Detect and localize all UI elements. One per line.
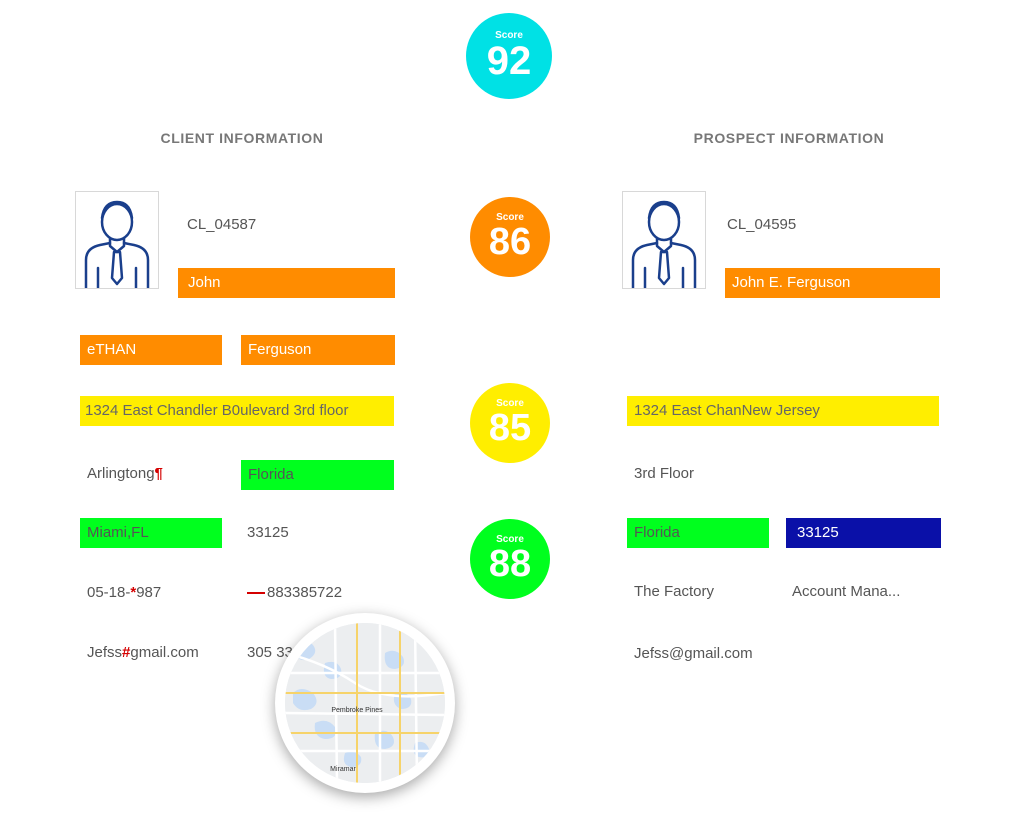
prospect-company-field[interactable]: The Factory xyxy=(634,583,715,600)
client-ssn-field[interactable]: 883385722 xyxy=(240,578,390,608)
map-graphic: Pembroke Pines Miramar xyxy=(285,623,445,783)
client-city-field[interactable]: Arlingtong¶ xyxy=(80,459,230,489)
client-dob-field[interactable]: 05-18-*987 xyxy=(80,578,230,608)
name-score-label: Score xyxy=(496,212,524,223)
client-middle-name-field[interactable]: eTHAN xyxy=(80,335,222,365)
name-score-value: 86 xyxy=(488,221,532,263)
client-email-part-b: gmail.com xyxy=(130,644,199,661)
client-avatar xyxy=(75,191,159,290)
client-zip-field[interactable]: 33125 xyxy=(247,524,289,541)
client-ssn-text: 883385722 xyxy=(267,584,343,601)
client-city-text: Arlingtong xyxy=(87,465,155,482)
prospect-avatar xyxy=(622,191,706,290)
client-id: CL_04587 xyxy=(187,216,257,233)
address-score-label: Score xyxy=(496,398,524,409)
location-score-label: Score xyxy=(496,534,524,545)
prospect-information-heading: PROSPECT INFORMATION xyxy=(693,130,885,146)
client-email-error-mark: # xyxy=(122,644,131,661)
client-state-field[interactable]: Florida xyxy=(241,460,394,490)
client-first-name-field[interactable]: John xyxy=(178,268,395,298)
client-last-name-field[interactable]: Ferguson xyxy=(241,335,395,365)
overall-score-label: Score xyxy=(495,30,523,41)
prospect-title-field[interactable]: Account Mana... xyxy=(792,583,901,600)
client-dob-error-mark: * xyxy=(130,584,137,601)
address-score-value: 85 xyxy=(488,407,532,449)
map-magnifier[interactable]: Pembroke Pines Miramar xyxy=(275,613,455,793)
prospect-address2-field[interactable]: 3rd Floor xyxy=(634,465,695,482)
prospect-id: CL_04595 xyxy=(727,216,797,233)
name-score-badge: Score 86 xyxy=(470,197,550,277)
map-place2-label: Miramar xyxy=(330,766,356,773)
client-phone-field[interactable]: 305 33 xyxy=(247,644,293,661)
client-dob-part-a: 05-18- xyxy=(87,584,131,601)
client-email-part-a: Jefss xyxy=(87,644,123,661)
overall-score-badge: Score 92 xyxy=(466,13,552,99)
map-place-label: Pembroke Pines xyxy=(331,707,383,714)
overall-score-value: 92 xyxy=(486,39,532,83)
client-email-field[interactable]: Jefss#gmail.com xyxy=(80,638,240,668)
client-dob-part-b: 987 xyxy=(136,584,162,601)
prospect-state-field[interactable]: Florida xyxy=(627,518,769,548)
client-address-field[interactable]: 1324 East Chandler B0ulevard 3rd floor xyxy=(80,396,394,426)
client-city-state-field[interactable]: Miami,FL xyxy=(80,518,222,548)
location-score-value: 88 xyxy=(488,543,532,585)
person-icon xyxy=(631,200,697,290)
location-score-badge: Score 88 xyxy=(470,519,550,599)
address-score-badge: Score 85 xyxy=(470,383,550,463)
prospect-address-field[interactable]: 1324 East ChanNew Jersey xyxy=(627,396,939,426)
prospect-email-field[interactable]: Jefss@gmail.com xyxy=(634,645,753,662)
prospect-full-name-field[interactable]: John E. Ferguson xyxy=(725,268,940,298)
client-ssn-error-mark xyxy=(247,592,265,595)
client-information-heading: CLIENT INFORMATION xyxy=(160,130,324,146)
client-city-error-mark: ¶ xyxy=(154,465,163,482)
map-view: Pembroke Pines Miramar xyxy=(285,623,445,783)
person-icon xyxy=(84,200,150,290)
prospect-zip-field[interactable]: 33125 xyxy=(786,518,941,548)
